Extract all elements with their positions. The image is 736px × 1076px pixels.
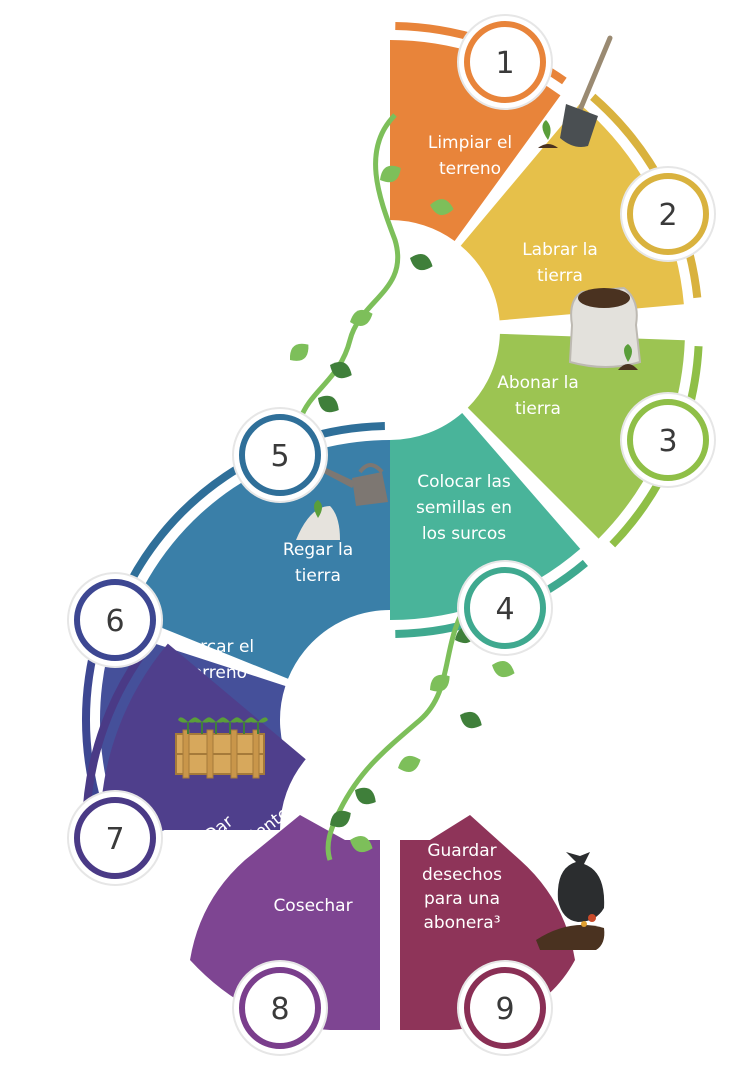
leaf xyxy=(430,199,454,215)
badge-ring xyxy=(464,967,546,1049)
leaf xyxy=(318,395,339,413)
step-7-number: 7 xyxy=(105,822,124,857)
badge-ring xyxy=(239,967,321,1049)
badge-ring xyxy=(627,399,709,481)
badge-ring xyxy=(74,579,156,661)
step-6-badge: 6 xyxy=(67,572,163,668)
soil-sack-icon xyxy=(568,286,642,370)
step-5-number: 5 xyxy=(270,439,289,474)
vine-decoration xyxy=(289,113,515,861)
badge-ring xyxy=(627,173,709,255)
step-8: Cosechar xyxy=(190,815,380,1030)
leaf xyxy=(398,755,421,772)
step-8-label-line: Cosechar xyxy=(273,896,352,916)
leaf xyxy=(380,165,401,183)
step-1-label-line: terreno xyxy=(439,159,501,179)
step-5-outer-band xyxy=(115,422,385,607)
shovel-icon xyxy=(538,35,613,148)
badges-layer: 1 2 3 4 5 6 7 8 9 xyxy=(67,14,716,1056)
step-5: Regar la tierra xyxy=(115,422,390,679)
vine-stem-lower xyxy=(325,598,473,861)
step-5-label-line: Regar la xyxy=(283,540,353,560)
step-4-label-line: Colocar las xyxy=(417,472,511,492)
step-3-segment xyxy=(467,333,685,539)
step-5-label-line: tierra xyxy=(295,566,341,586)
leaf xyxy=(350,836,373,853)
step-9-label-line: desechos xyxy=(422,865,502,885)
step-3-label: Abonar la tierra xyxy=(497,373,579,419)
step-2-badge: 2 xyxy=(620,166,716,262)
step-4-segment xyxy=(390,413,581,620)
step-4-badge: 4 xyxy=(457,560,553,656)
step-3-label-line: tierra xyxy=(515,399,561,419)
leaf xyxy=(410,254,433,271)
step-1-label: Limpiar el terreno xyxy=(428,133,512,179)
leaf xyxy=(492,661,515,678)
step-2: Labrar la tierra xyxy=(460,93,702,321)
step-4-label-line: los surcos xyxy=(422,524,506,544)
step-8-badge: 8 xyxy=(232,960,328,1056)
step-3-number: 3 xyxy=(658,424,677,459)
step-2-label: Labrar la tierra xyxy=(522,240,598,286)
badge-ring xyxy=(464,567,546,649)
seedling-crate-icon xyxy=(175,717,268,779)
leaf xyxy=(430,674,450,692)
step-8-segment xyxy=(190,815,380,1030)
step-9-label-line: Guardar xyxy=(427,841,496,861)
step-5-badge: 5 xyxy=(232,407,328,503)
step-7-badge: 7 xyxy=(67,790,163,886)
leaf xyxy=(330,362,352,379)
leaf xyxy=(460,712,482,729)
trash-bag-icon xyxy=(536,852,605,950)
step-4-label-line: semillas en xyxy=(416,498,512,518)
step-1-badge: 1 xyxy=(457,14,553,110)
step-9-number: 9 xyxy=(495,992,514,1027)
step-9-label-line: para una xyxy=(424,889,500,909)
step-9-label: Guardar desechos para una abonera³ xyxy=(422,841,502,933)
leaf xyxy=(289,343,309,361)
step-2-number: 2 xyxy=(658,198,677,233)
step-3-badge: 3 xyxy=(620,392,716,488)
step-5-segment xyxy=(130,440,390,679)
badge-ring xyxy=(239,414,321,496)
step-8-number: 8 xyxy=(270,992,289,1027)
step-4-label: Colocar las semillas en los surcos xyxy=(416,472,512,544)
step-8-label: Cosechar xyxy=(273,896,352,916)
icons-layer xyxy=(175,35,642,950)
badge-ring xyxy=(74,797,156,879)
step-2-segment xyxy=(460,104,684,321)
leaf xyxy=(355,787,376,805)
step-3-label-line: Abonar la xyxy=(497,373,579,393)
step-2-label-line: tierra xyxy=(537,266,583,286)
step-1-label-line: Limpiar el xyxy=(428,133,512,153)
step-4: Colocar las semillas en los surcos xyxy=(390,413,588,638)
step-1-number: 1 xyxy=(495,46,514,81)
vine-stem-upper xyxy=(297,113,401,421)
leaf xyxy=(350,309,373,326)
step-4-number: 4 xyxy=(495,592,514,627)
step-9-label-line: abonera³ xyxy=(423,913,500,933)
step-6-label-line: Cercar el xyxy=(178,637,254,657)
step-2-label-line: Labrar la xyxy=(522,240,598,260)
step-9-badge: 9 xyxy=(457,960,553,1056)
leaf xyxy=(330,810,351,828)
badge-ring xyxy=(464,21,546,103)
step-5-label: Regar la tierra xyxy=(283,540,353,586)
step-6-number: 6 xyxy=(105,604,124,639)
watering-can-icon xyxy=(296,463,388,540)
